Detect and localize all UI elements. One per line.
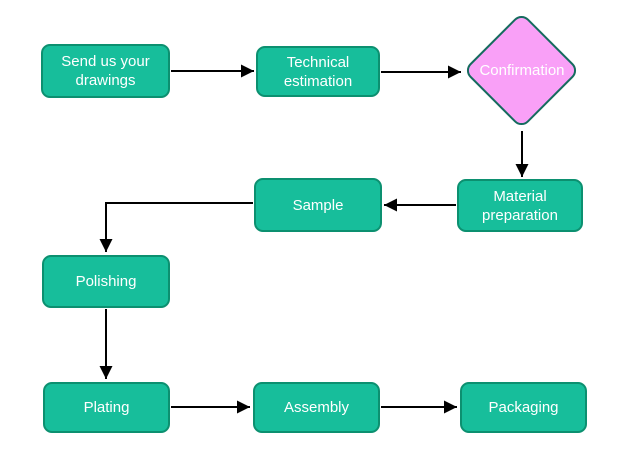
node-assembly: Assembly: [253, 382, 380, 433]
node-material-preparation: Material preparation: [457, 179, 583, 232]
node-technical-estimation: Technical estimation: [256, 46, 380, 97]
node-packaging: Packaging: [460, 382, 587, 433]
node-confirmation-label: Confirmation: [479, 62, 565, 79]
node-send-drawings: Send us your drawings: [41, 44, 170, 98]
node-polishing: Polishing: [42, 255, 170, 308]
arrow-sample-to-polishing: [99, 202, 253, 252]
node-sample: Sample: [254, 178, 382, 232]
node-plating: Plating: [43, 382, 170, 433]
